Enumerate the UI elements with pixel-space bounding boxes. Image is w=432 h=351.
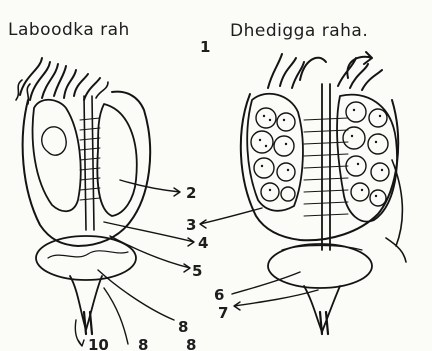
arrow-10 bbox=[75, 320, 84, 346]
label-10: 10 bbox=[88, 336, 109, 351]
label-4: 4 bbox=[198, 234, 208, 252]
label-1: 1 bbox=[200, 38, 210, 56]
arrow-5 bbox=[110, 236, 190, 272]
label-6: 6 bbox=[214, 286, 224, 304]
male-disc-detail bbox=[48, 251, 128, 258]
male-tentacles bbox=[20, 58, 100, 100]
male-gonad-right bbox=[97, 104, 136, 216]
arrow-2 bbox=[120, 180, 180, 196]
female-tentacles bbox=[268, 54, 382, 90]
male-central-column bbox=[84, 96, 94, 230]
female-ribs bbox=[304, 118, 348, 216]
male-base-disc bbox=[36, 236, 136, 280]
arrow-3 bbox=[200, 208, 262, 228]
male-gonad-inner bbox=[42, 127, 66, 155]
title-male: Laboodka rah bbox=[8, 20, 130, 40]
label-2: 2 bbox=[186, 184, 196, 202]
label-8b: 8 bbox=[138, 336, 148, 351]
label-7: 7 bbox=[218, 304, 228, 322]
female-eggs bbox=[251, 102, 389, 206]
arrow-6 bbox=[232, 272, 300, 294]
female-base-disc bbox=[268, 244, 372, 288]
female-stalk-tip bbox=[320, 312, 328, 334]
female-hooks bbox=[300, 52, 372, 80]
label-5: 5 bbox=[192, 262, 202, 280]
male-specimen bbox=[16, 58, 150, 334]
label-8c: 8 bbox=[186, 336, 196, 351]
arrow-7 bbox=[234, 290, 318, 310]
title-female: Dhedigga raha. bbox=[230, 21, 368, 41]
female-specimen bbox=[241, 52, 406, 334]
label-3: 3 bbox=[186, 216, 196, 234]
label-8a: 8 bbox=[178, 318, 188, 336]
